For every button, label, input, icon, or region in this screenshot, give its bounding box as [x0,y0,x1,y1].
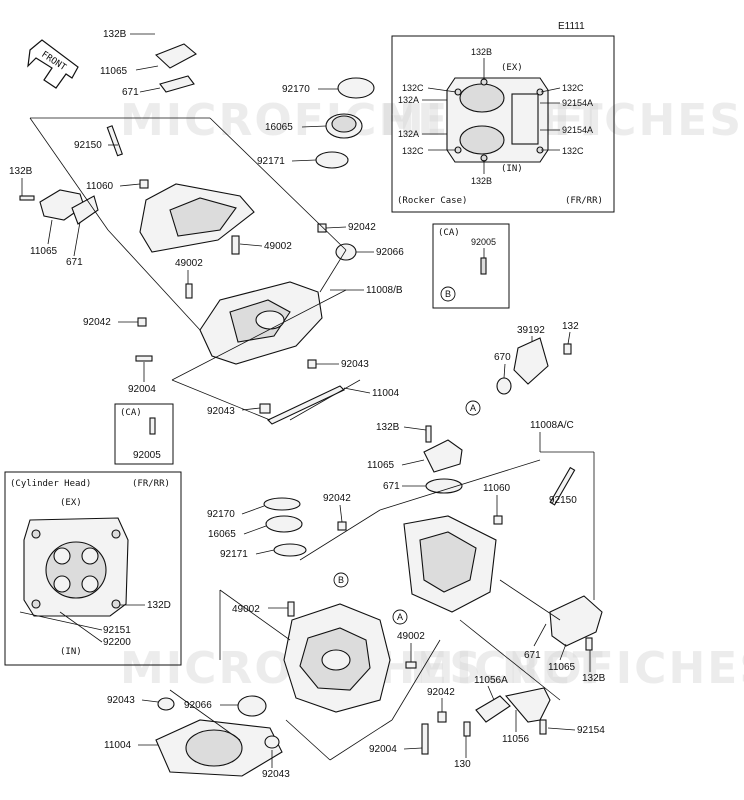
ca-box-left: (CA) 92005 [114,403,174,465]
ref-A-circle-1 [465,400,481,416]
label-92043-4: 92043 [262,769,290,780]
label-11008AC: 11008A/C [530,420,574,431]
rocker-inset-variant: (FR/RR) [565,196,603,206]
label-92154: 92154 [577,725,605,736]
label-11056A: 11056A [474,675,508,686]
ref-A-label-1: A [470,403,476,413]
rocker-label-132C-bl: 132C [402,146,424,156]
label-671-1: 671 [122,87,139,98]
label-132B-4: 132B [582,673,606,684]
rocker-label-132A-top: 132A [398,95,419,105]
top-labels: 132B 11065 671 92150 132B 11060 11065 67… [9,29,404,417]
label-92043-3: 92043 [107,695,135,706]
rocker-label-92154A-bottom: 92154A [562,125,593,135]
rocker-inset-title: (Rocker Case) [397,196,467,206]
label-16065-1: 16065 [265,122,293,133]
label-670: 670 [494,352,511,363]
diagram-code: E1111 [558,21,585,32]
front-arrow-icon: FRONT [27,39,79,89]
rocker-case-inset: (EX) (IN) (Rocker Case) (FR/RR) 132B 132… [391,35,615,213]
label-132B-1: 132B [103,29,127,40]
label-92004-2: 92004 [369,744,397,755]
label-11056: 11056 [502,734,530,745]
ref-A-circle-2 [392,609,408,625]
rocker-label-132C-tr: 132C [562,83,584,93]
label-49002-4: 49002 [397,631,425,642]
label-92004-1: 92004 [128,384,156,395]
label-11065-4: 11065 [548,662,576,673]
ca-left-label: (CA) [120,408,142,418]
assembly-lines [29,117,561,761]
label-11008B: 11008/B [366,285,403,296]
label-92171-2: 92171 [220,549,248,560]
ref-B-label-right: B [445,289,451,299]
rocker-in-label: (IN) [501,164,523,174]
label-92043-2: 92043 [207,406,235,417]
label-92171-1: 92171 [257,156,285,167]
label-92150-2: 92150 [549,495,577,506]
label-92043-1: 92043 [341,359,369,370]
label-130: 130 [454,759,471,770]
ca-left-part: 92005 [133,450,161,461]
top-cylinder-head [135,77,375,435]
watermark-top-right: MICROFICHES.NET [380,95,744,146]
cylinder-label-92151: 92151 [103,625,131,636]
label-132B-2: 132B [9,166,33,177]
top-rocker-cover [19,43,255,253]
label-92150-1: 92150 [74,140,102,151]
watermark-bottom-right: MICROFICHES.NET [410,643,744,694]
label-11004-2: 11004 [104,740,132,751]
cylinder-inset-variant: (FR/RR) [132,479,170,489]
label-92066-1: 92066 [376,247,404,258]
rocker-ex-label: (EX) [501,63,523,73]
cylinder-head-inset: (Cylinder Head) (FR/RR) (EX) (IN) 132D 9… [4,471,182,666]
ref-B-label-2: B [338,575,344,585]
ref-B-circle-right [440,286,456,302]
rocker-label-92154A-top: 92154A [562,98,593,108]
label-11065-1: 11065 [100,66,128,77]
cylinder-label-132D: 132D [147,600,171,611]
label-671-2: 671 [66,257,83,268]
rocker-label-132C-tl: 132C [402,83,424,93]
label-92042-2: 92042 [83,317,111,328]
label-132B-3: 132B [376,422,400,433]
cylinder-inset-title: (Cylinder Head) [10,479,91,489]
label-49002-1: 49002 [264,241,292,252]
rocker-label-132A-bottom: 132A [398,129,419,139]
cylinder-in-label: (IN) [60,647,82,657]
rocker-label-132B-top: 132B [471,47,492,57]
label-92170-2: 92170 [207,509,235,520]
label-671-4: 671 [524,650,541,661]
label-671-3: 671 [383,481,400,492]
ca-right-part: 92005 [471,237,496,247]
cylinder-label-92200: 92200 [103,637,131,648]
label-92042-4: 92042 [427,687,455,698]
label-92066-2: 92066 [184,700,212,711]
label-11004-1: 11004 [372,388,400,399]
bottom-labels: 39192 132 670 132B 11008A/C 11065 671 11… [104,321,606,780]
rocker-label-132B-bottom: 132B [471,176,492,186]
label-11065-3: 11065 [367,460,395,471]
ca-box-right: (CA) 92005 B [432,223,510,309]
rocker-label-132C-br: 132C [562,146,584,156]
label-11060-1: 11060 [86,181,114,192]
label-92042-1: 92042 [348,222,376,233]
label-92170-1: 92170 [282,84,310,95]
label-132-1: 132 [562,321,579,332]
ref-B-circle-2 [333,572,349,588]
cylinder-ex-label: (EX) [60,498,82,508]
ca-right-label: (CA) [438,228,460,238]
label-49002-3: 49002 [232,604,260,615]
label-49002-2: 49002 [175,258,203,269]
ref-A-label-2: A [397,612,403,622]
label-11065-2: 11065 [30,246,58,257]
label-16065-2: 16065 [208,529,236,540]
label-39192: 39192 [517,325,545,336]
label-92042-3: 92042 [323,493,351,504]
label-11060-2: 11060 [483,483,511,494]
